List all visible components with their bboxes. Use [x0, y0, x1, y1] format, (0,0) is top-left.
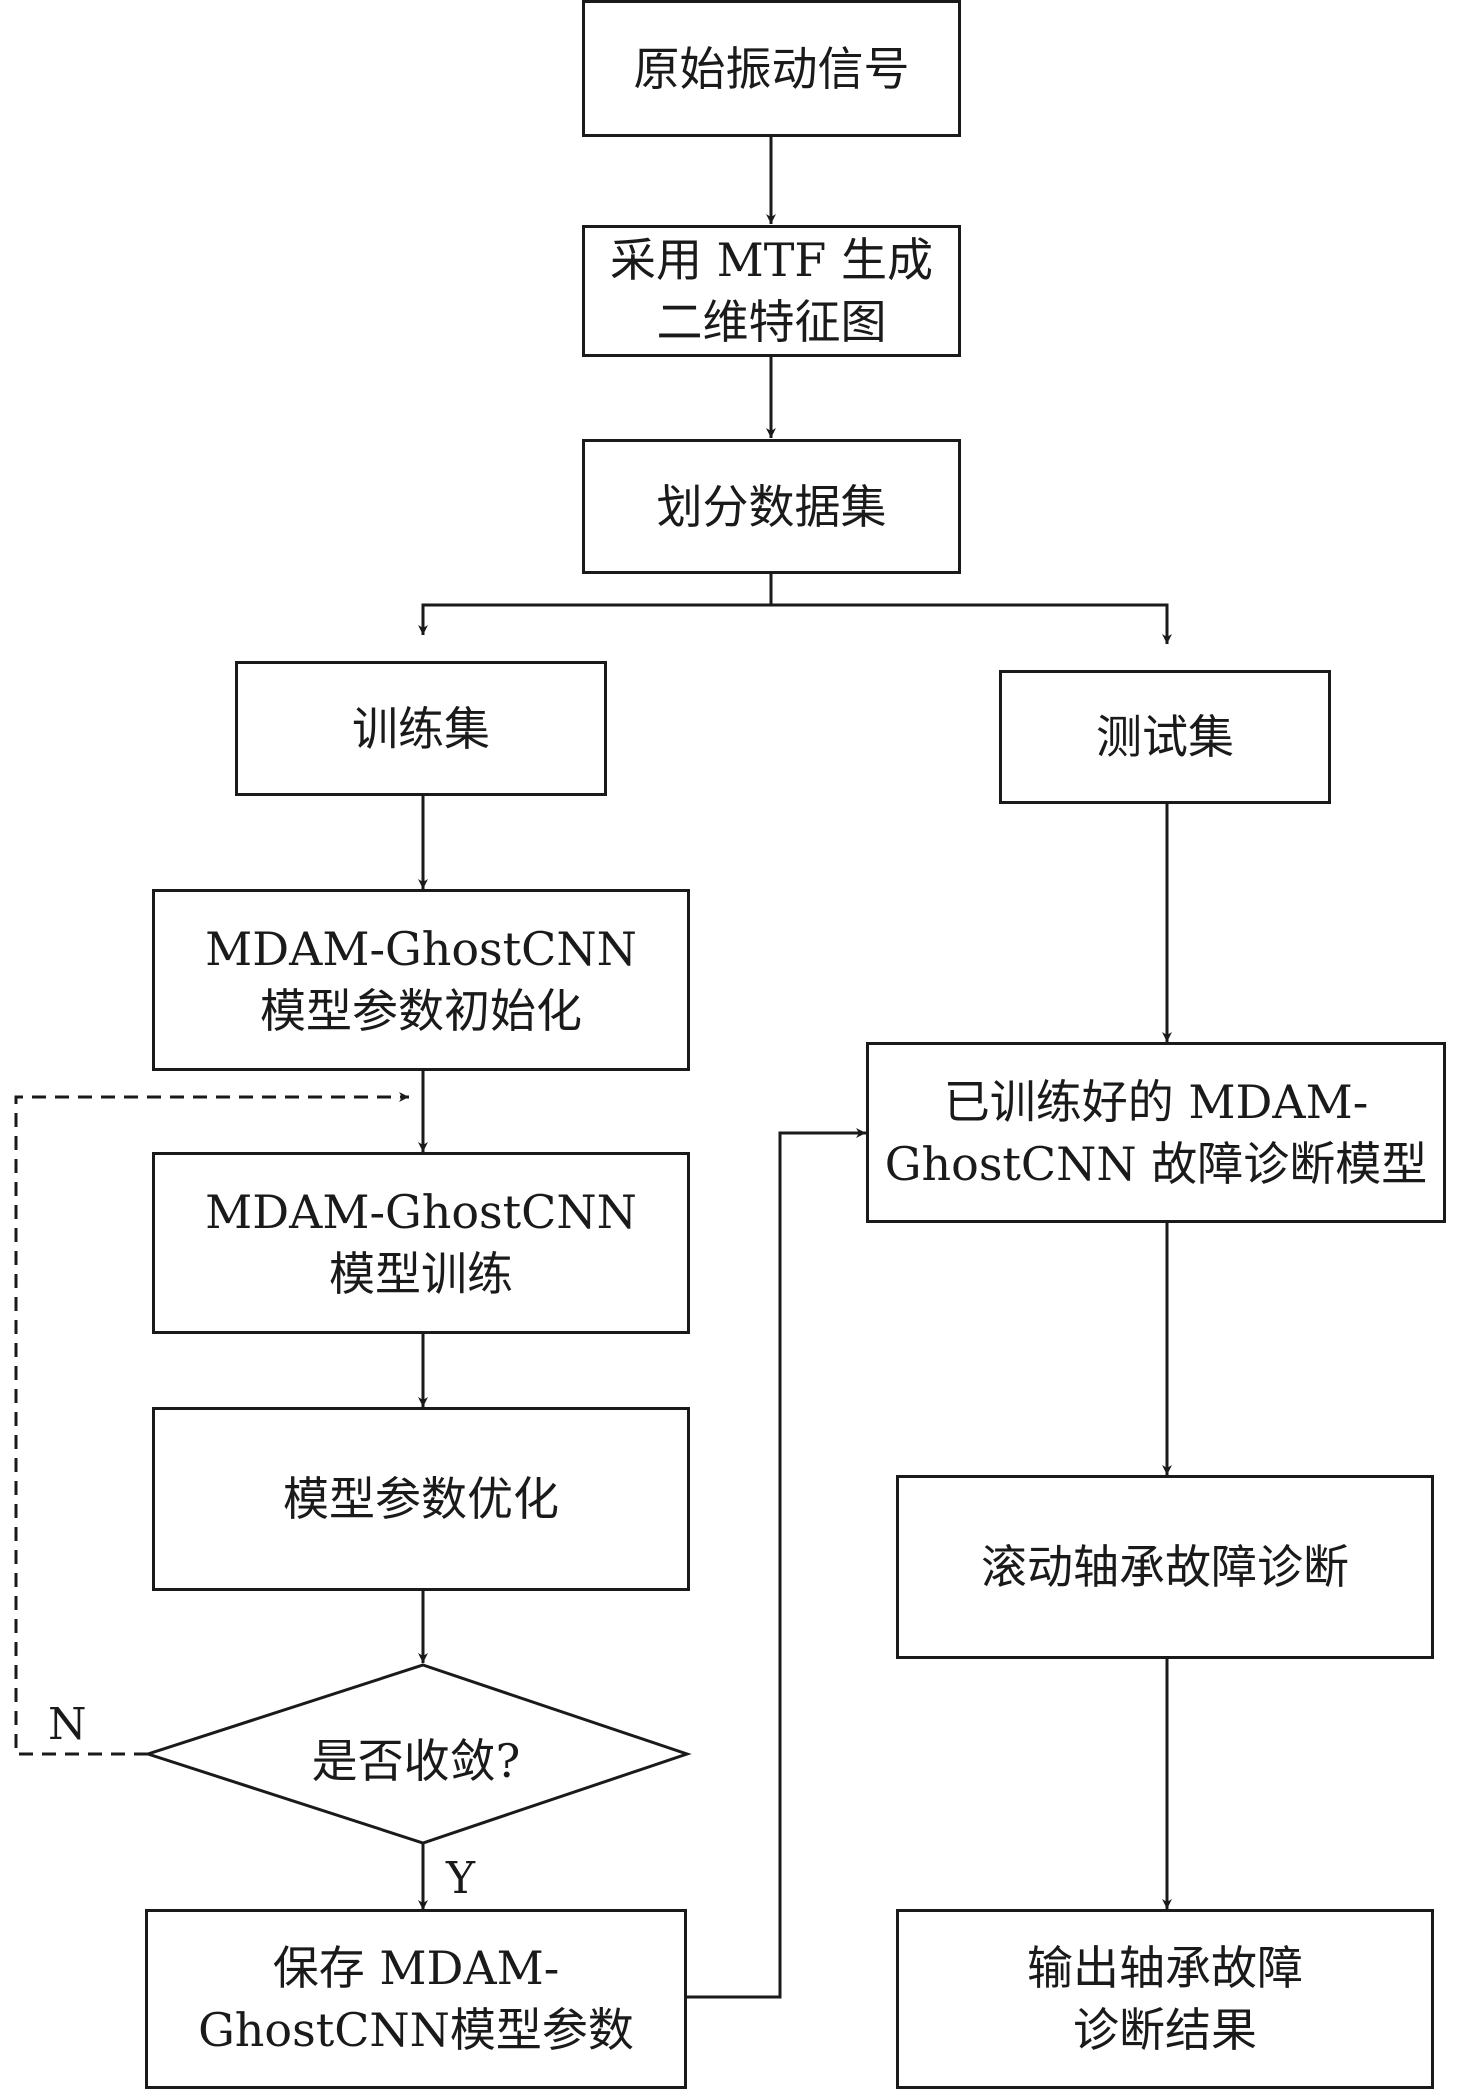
node-test-set: 测试集: [999, 670, 1331, 804]
node-training-set: 训练集: [235, 661, 607, 796]
node-raw-signal: 原始振动信号: [582, 0, 961, 137]
node-output-line-2: 诊断结果: [1073, 2003, 1257, 2057]
node-save-params: 保存 MDAM- GhostCNN模型参数: [145, 1909, 687, 2089]
node-model-training-line-1: MDAM-GhostCNN: [205, 1185, 637, 1239]
node-mtf-line-1: 采用 MTF 生成: [610, 233, 933, 287]
node-param-optimize-line: 模型参数优化: [283, 1472, 559, 1526]
node-model-init-line-2: 模型参数初始化: [260, 984, 582, 1038]
node-bearing-diagnosis-line: 滚动轴承故障诊断: [981, 1540, 1349, 1594]
decision-converged-label: 是否收敛?: [311, 1734, 521, 1788]
node-trained-model-line-1: 已训练好的 MDAM-: [943, 1074, 1369, 1129]
node-save-line-1: 保存 MDAM-: [272, 1941, 560, 1995]
arrow-save-to-trained-model: [687, 1128, 866, 1999]
node-trained-model-line-2: GhostCNN 故障诊断模型: [884, 1136, 1428, 1191]
node-training-set-line: 训练集: [352, 701, 490, 756]
node-model-init: MDAM-GhostCNN 模型参数初始化: [152, 889, 690, 1071]
node-trained-model: 已训练好的 MDAM- GhostCNN 故障诊断模型: [866, 1042, 1446, 1223]
node-model-init-line-1: MDAM-GhostCNN: [205, 922, 637, 976]
branch-label-yes: Y: [446, 1853, 476, 1904]
node-split-dataset: 划分数据集: [582, 439, 961, 574]
split-branch-line: [418, 573, 773, 635]
node-output-result: 输出轴承故障 诊断结果: [896, 1909, 1434, 2089]
node-model-training: MDAM-GhostCNN 模型训练: [152, 1152, 690, 1334]
node-raw-signal-line: 原始振动信号: [633, 41, 910, 96]
node-param-optimize: 模型参数优化: [152, 1407, 690, 1591]
feedback-loop-dashed: [14, 1092, 409, 1756]
node-mtf-feature-map: 采用 MTF 生成 二维特征图: [582, 225, 961, 357]
branch-label-no: N: [48, 1699, 87, 1750]
node-split-line: 划分数据集: [656, 479, 887, 534]
split-branch-line-right: [771, 603, 1172, 644]
node-bearing-diagnosis: 滚动轴承故障诊断: [896, 1475, 1434, 1659]
node-save-line-2: GhostCNN模型参数: [198, 2003, 634, 2057]
node-model-training-line-2: 模型训练: [329, 1247, 513, 1301]
node-mtf-line-2: 二维特征图: [656, 295, 887, 349]
node-output-line-1: 输出轴承故障: [1027, 1941, 1303, 1995]
node-test-set-line: 测试集: [1096, 710, 1234, 764]
decision-diamond: [143, 1663, 692, 1845]
